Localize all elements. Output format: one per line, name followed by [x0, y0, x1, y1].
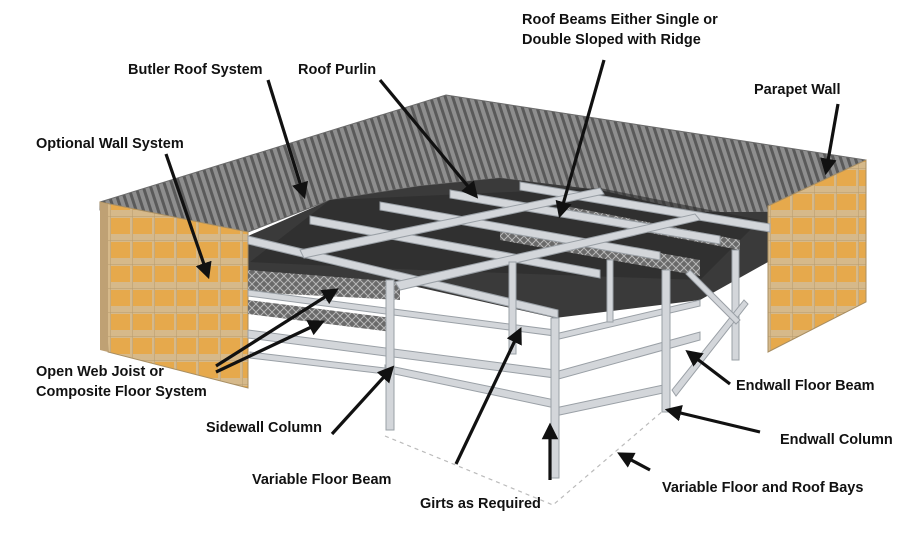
label-parapet-wall: Parapet Wall — [754, 82, 841, 98]
label-endwall-column: Endwall Column — [780, 432, 893, 448]
label-variable-bays: Variable Floor and Roof Bays — [662, 480, 864, 496]
callout-arrows — [164, 59, 840, 480]
parapet-wall-panel — [767, 159, 867, 353]
label-roof-beams: Roof Beams Either Single or Double Slope… — [522, 10, 718, 50]
arrow-endwall-floor-beam — [685, 349, 731, 386]
label-sidewall-column: Sidewall Column — [206, 420, 323, 436]
label-optional-wall: Optional Wall System — [36, 136, 184, 152]
label-open-web-joist-line-2: Composite Floor System — [36, 384, 207, 400]
arrow-butler-roof — [266, 79, 309, 200]
optional-wall-edge — [100, 202, 108, 352]
label-butler-roof: Butler Roof System — [128, 62, 263, 78]
label-roof-purlin: Roof Purlin — [298, 62, 377, 78]
label-roof-beams-line-2: Double Sloped with Ridge — [522, 32, 701, 48]
label-girts: Girts as Required — [420, 496, 541, 512]
arrow-open-web-joist-2 — [215, 320, 326, 374]
label-roof-beams-line-1: Roof Beams Either Single or — [522, 12, 718, 28]
arrow-variable-bays — [617, 452, 651, 472]
label-open-web-joist: Open Web Joist or Composite Floor System — [36, 362, 207, 402]
label-open-web-joist-line-1: Open Web Joist or — [36, 364, 164, 380]
footprint-outline — [384, 409, 665, 506]
arrow-parapet-wall — [820, 103, 840, 176]
arrow-open-web-joist-1 — [215, 288, 339, 368]
arrow-endwall-column — [664, 405, 761, 434]
arrow-variable-floor-beam — [454, 326, 522, 465]
steel-frame — [247, 181, 771, 479]
arrow-roof-purlin — [378, 78, 479, 199]
arrow-sidewall-column — [330, 365, 395, 436]
label-endwall-floor-beam: Endwall Floor Beam — [736, 378, 875, 394]
arrow-roof-beams — [555, 59, 606, 219]
arrow-optional-wall — [164, 153, 212, 280]
label-variable-floor-beam: Variable Floor Beam — [252, 472, 392, 488]
